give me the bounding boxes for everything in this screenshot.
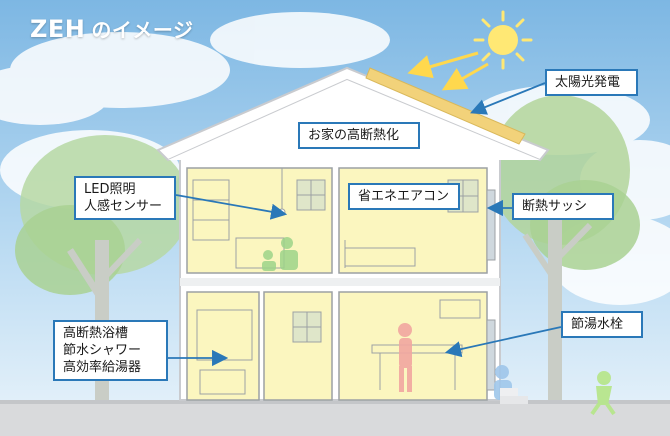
title-sub: のイメージ (91, 18, 194, 42)
room-toilet (263, 291, 333, 401)
title-main: ZEH (30, 15, 86, 43)
label-high-insulation: お家の高断熱化 (298, 122, 420, 149)
room-kitchen (338, 291, 488, 401)
callout-lines (168, 82, 562, 367)
label-eco-aircon: 省エネエアコン (348, 183, 460, 210)
label-insulated-sash: 断熱サッシ (512, 193, 614, 220)
sash-window-upper (486, 189, 496, 261)
sun-icon (473, 10, 533, 70)
sash-window-lower (486, 319, 496, 391)
label-led-sensor: LED照明 人感センサー (74, 176, 176, 220)
label-water-saving-faucet: 節湯水栓 (561, 311, 643, 338)
label-bath-equipment: 高断熱浴槽 節水シャワー 高効率給湯器 (53, 320, 168, 381)
ground (0, 402, 670, 436)
label-solar-power: 太陽光発電 (545, 69, 638, 96)
sunlight-arrows (407, 51, 489, 91)
room-bath (186, 291, 260, 401)
